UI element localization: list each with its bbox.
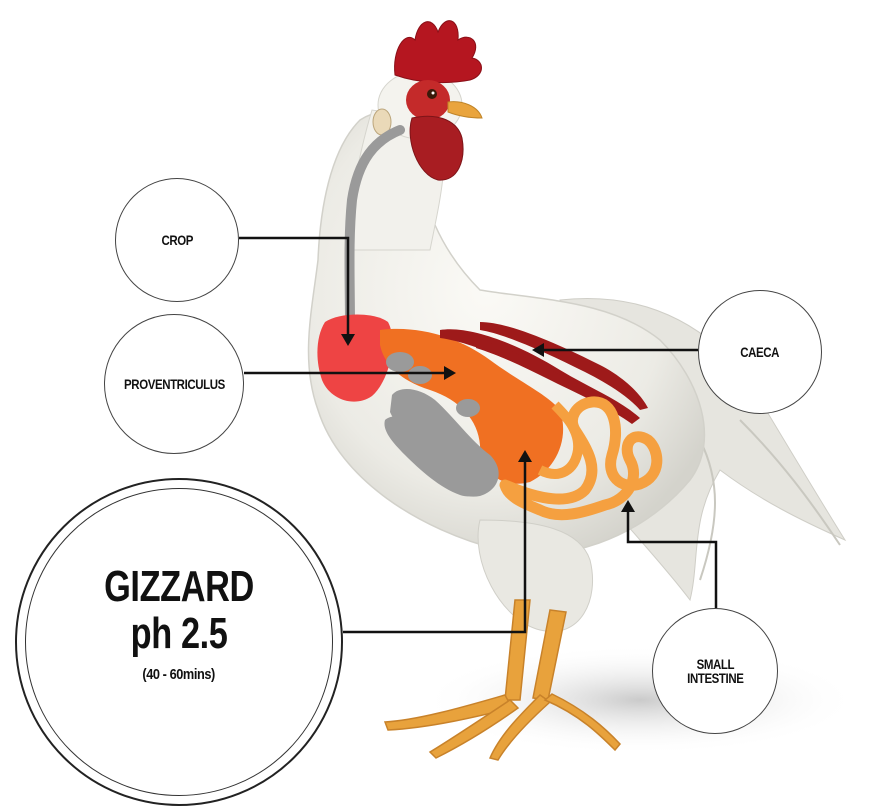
gizzard-ph: ph 2.5: [131, 610, 228, 658]
caeca-label: CAECA: [741, 344, 780, 360]
gizzard-callout: GIZZARD ph 2.5 (40 - 60mins): [15, 478, 343, 806]
face-skin: [406, 80, 450, 120]
small-intestine-label: SMALL INTESTINE: [687, 657, 743, 685]
crop-label: CROP: [161, 232, 193, 248]
gizzard-callout-content: GIZZARD ph 2.5 (40 - 60mins): [83, 564, 275, 683]
proventriculus-callout: PROVENTRICULUS: [104, 314, 244, 454]
comb: [395, 21, 482, 83]
small-intestine-callout: SMALL INTESTINE: [652, 608, 778, 734]
gizzard-time: (40 - 60mins): [143, 666, 215, 683]
caeca-callout: CAECA: [698, 290, 822, 414]
small-intestine-label-line1: SMALL: [696, 657, 733, 671]
crop-callout: CROP: [115, 178, 239, 302]
small-intestine-label-line2: INTESTINE: [687, 671, 743, 685]
proventriculus-label: PROVENTRICULUS: [124, 376, 225, 392]
gizzard-title: GIZZARD: [104, 564, 254, 610]
